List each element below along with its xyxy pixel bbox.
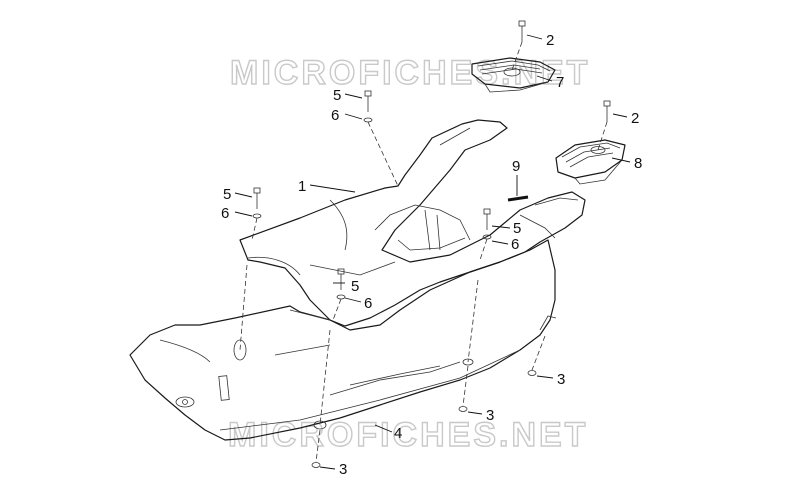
callout-8: 8 [634, 155, 642, 172]
callout-6-upper: 6 [331, 107, 339, 124]
callout-3-right: 3 [557, 371, 565, 388]
callout-3-bottom: 3 [339, 461, 347, 478]
callout-9: 9 [512, 158, 520, 175]
callout-4: 4 [394, 425, 402, 442]
callout-6-lower: 6 [364, 295, 372, 312]
callout-5-upper: 5 [333, 87, 341, 104]
callout-3-middle: 3 [486, 407, 494, 424]
bolt-5-upper [363, 90, 373, 123]
callout-5-left: 5 [223, 186, 231, 203]
callout-labels: 1 2 2 3 3 3 4 5 5 5 5 6 6 6 6 7 8 9 [221, 32, 642, 478]
central-body-panel [239, 119, 586, 327]
gasket-strip-9 [507, 195, 529, 202]
bolt-2-top [518, 20, 526, 42]
callout-2-right: 2 [631, 110, 639, 127]
footrest-pad-7 [471, 57, 556, 93]
lower-fairing-panel [129, 239, 557, 441]
bolt-hardware [252, 20, 611, 300]
nut-3-bottom [311, 462, 321, 468]
nut-3-middle [458, 406, 468, 412]
bolt-2-right [603, 100, 611, 122]
bolt-5-left [252, 187, 262, 219]
footrest-pad-8 [555, 139, 626, 185]
callout-7: 7 [556, 74, 564, 91]
callout-2-top: 2 [546, 32, 554, 49]
leader-lines [234, 34, 631, 470]
callout-5-lower: 5 [351, 278, 359, 295]
callout-1: 1 [298, 178, 306, 195]
callout-6-left: 6 [221, 205, 229, 222]
nut-hardware [311, 370, 537, 468]
watermark-bottom: MICROFICHES.NET [228, 416, 588, 454]
assembly-lines [239, 41, 608, 463]
bolt-5-lower [336, 268, 346, 300]
callout-5-center: 5 [513, 220, 521, 237]
callout-6-center: 6 [511, 236, 519, 253]
watermark-top: MICROFICHES.NET [230, 54, 590, 92]
nut-3-right [527, 370, 537, 376]
